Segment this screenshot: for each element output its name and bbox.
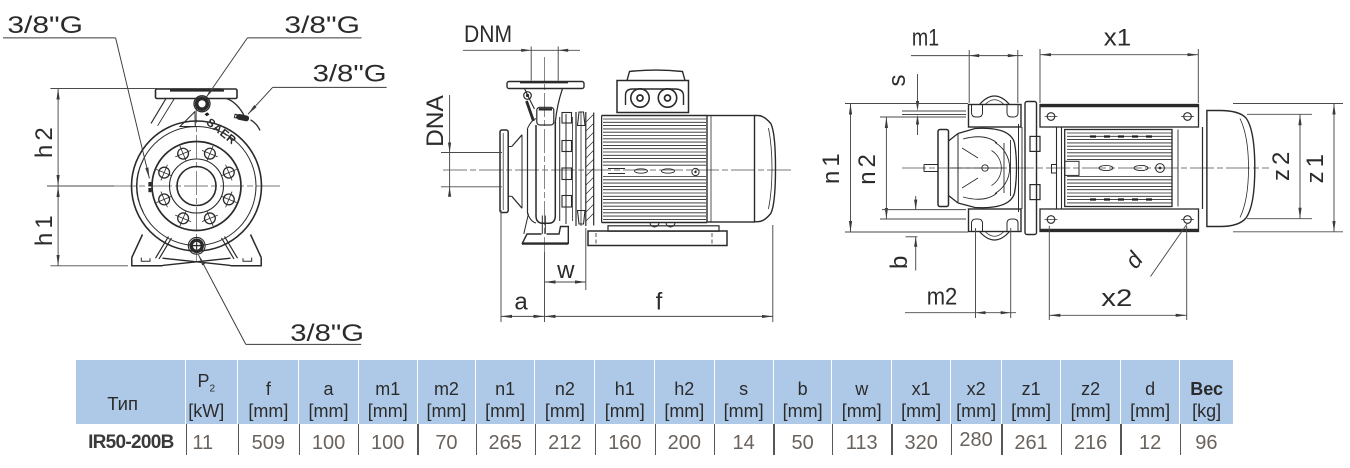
svg-text:x1: x1	[1104, 25, 1131, 52]
svg-text:b: b	[886, 256, 913, 269]
svg-text:3/8"G: 3/8"G	[313, 61, 387, 88]
svg-text:z2: z2	[1268, 148, 1295, 181]
svg-text:x2: x2	[1101, 285, 1132, 312]
svg-text:d: d	[1119, 246, 1148, 273]
svg-text:w: w	[556, 257, 575, 284]
svg-text:DNA: DNA	[422, 95, 449, 147]
svg-text:n1: n1	[818, 149, 845, 184]
svg-text:DNM: DNM	[464, 21, 512, 48]
svg-text:h1: h1	[31, 211, 58, 246]
svg-text:h2: h2	[31, 123, 58, 158]
svg-text:f: f	[656, 289, 663, 316]
svg-text:s: s	[884, 75, 911, 87]
svg-text:a: a	[514, 289, 528, 316]
svg-text:3/8"G: 3/8"G	[290, 320, 364, 347]
svg-text:3/8"G: 3/8"G	[7, 12, 83, 39]
svg-text:z1: z1	[1302, 150, 1329, 183]
svg-text:m2: m2	[927, 284, 958, 311]
svg-text:3/8"G: 3/8"G	[284, 12, 360, 39]
svg-text:n2: n2	[854, 150, 881, 185]
svg-text:m1: m1	[912, 25, 939, 52]
